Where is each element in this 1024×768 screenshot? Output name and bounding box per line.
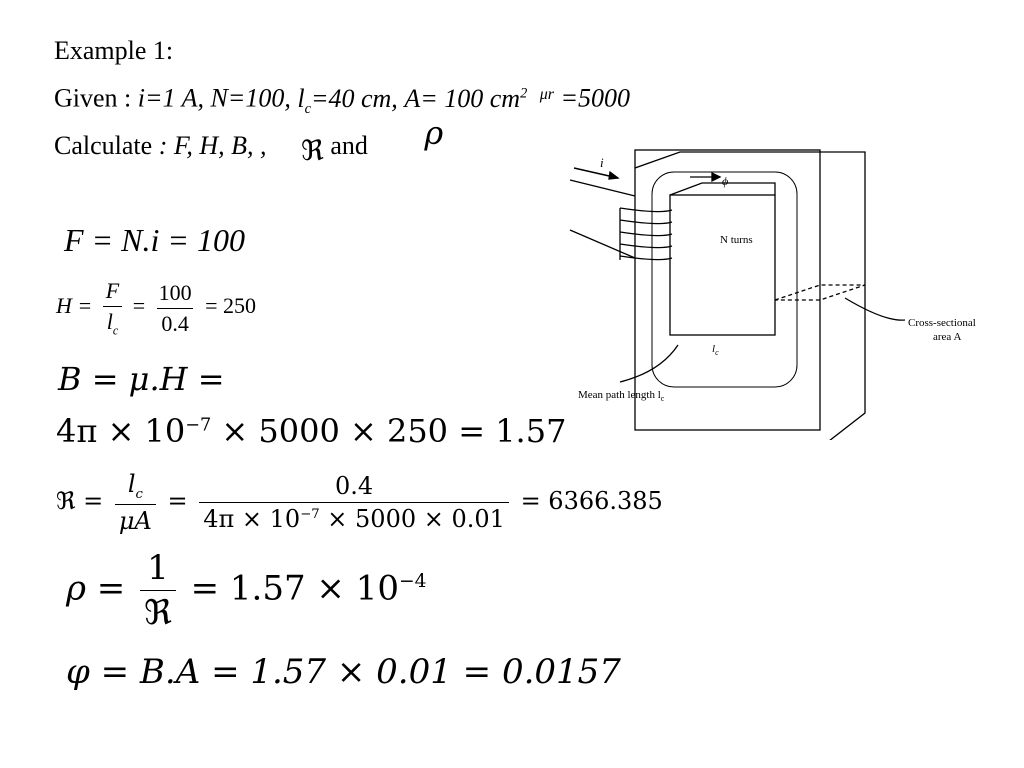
fraction-1-denominator-subscript: c bbox=[112, 323, 119, 338]
turns-label: N turns bbox=[720, 234, 753, 246]
flux-label: ϕ bbox=[722, 174, 728, 188]
cross-section-leader bbox=[844, 297, 906, 321]
core-depth-edges bbox=[634, 151, 866, 440]
permeance-result-exponent: −4 bbox=[398, 571, 427, 593]
field-intensity-result: = 250 bbox=[205, 293, 257, 319]
reluctance-fraction-1-numerator-subscript: c bbox=[135, 486, 143, 502]
reluctance-lhs: ℜ = bbox=[56, 486, 104, 515]
mmf-equation: F = N.i = 100 bbox=[64, 222, 245, 258]
fraction-1-numerator: F bbox=[105, 278, 120, 303]
reluctance-fraction-2-numerator: 0.4 bbox=[335, 471, 374, 500]
fraction-2-numerator: 100 bbox=[158, 279, 192, 305]
calculate-label: Calculate bbox=[54, 131, 153, 160]
calculate-permeance-symbol: ρ bbox=[424, 114, 444, 152]
input-lead-top bbox=[569, 179, 636, 197]
given-permeability-value: =5000 bbox=[560, 83, 631, 113]
field-intensity-equation: H = F lc = 100 0.4 = 250 bbox=[56, 278, 256, 338]
lc-label-symbol: l bbox=[712, 343, 715, 355]
calculate-and: and bbox=[330, 131, 368, 160]
permeance-fraction-denominator: ℜ bbox=[140, 590, 176, 633]
core-window-depth bbox=[669, 182, 776, 196]
given-area: A= 100 cm2 bbox=[404, 84, 527, 113]
calculate-line: Calculate : F, H, B, , ℜ and ρ bbox=[54, 117, 443, 167]
example-title: Example 1: bbox=[54, 36, 174, 65]
flux-density-equation: B = μ.H = bbox=[58, 360, 225, 398]
calculate-items: : F, H, B, , bbox=[158, 131, 267, 160]
reluctance-fraction-1: lc μA bbox=[114, 470, 156, 535]
given-length-symbol: l bbox=[297, 83, 305, 113]
given-permeability-symbol: μr bbox=[539, 85, 554, 103]
core-outer-front bbox=[634, 149, 821, 431]
field-intensity-fraction-2: 100 0.4 bbox=[155, 280, 196, 337]
reluctance-fraction-1-numerator: lc bbox=[124, 470, 147, 504]
fraction-1-denominator: lc bbox=[102, 306, 123, 338]
reluctance-equals: = bbox=[167, 486, 188, 515]
current-label: i bbox=[600, 155, 604, 170]
cross-section-label-2: area A bbox=[933, 331, 961, 343]
given-current: i=1 A, bbox=[137, 83, 204, 113]
permeance-equation: ρ = 1 ℜ = 1.57 × 10−4 bbox=[66, 548, 427, 633]
mean-path-label-text: Mean path length l bbox=[578, 389, 661, 401]
permeance-lhs: ρ = bbox=[66, 568, 126, 609]
flux-density-calc-part-b: × 5000 × 250 = 1.57 bbox=[221, 412, 567, 450]
given-line: Given : i=1 A, N=100, lc=40 cm, A= 100 c… bbox=[54, 78, 630, 124]
reluctance-result: = 6366.385 bbox=[520, 486, 663, 515]
magnetic-core-diagram: i ϕ N turns lc Cross-sectional area A Me… bbox=[569, 149, 976, 440]
given-label: Given : bbox=[54, 83, 132, 113]
cross-section bbox=[774, 284, 866, 301]
fraction-1-denominator-symbol: l bbox=[106, 309, 113, 334]
permeance-fraction-numerator: 1 bbox=[147, 548, 169, 588]
given-length-subscript: c bbox=[304, 100, 311, 117]
current-arrowhead bbox=[608, 170, 620, 180]
flux-equation: φ = B.A = 1.57 × 0.01 = 0.0157 bbox=[66, 652, 621, 692]
reluctance-fraction-1-numerator-symbol: l bbox=[127, 470, 136, 498]
given-area-value: A= 100 cm bbox=[404, 83, 521, 113]
flux-density-calc-part-a: 4π × 10 bbox=[56, 412, 186, 450]
field-intensity-fraction-1: F lc bbox=[102, 278, 123, 338]
input-lead-bottom bbox=[569, 229, 636, 259]
mean-path-leader bbox=[619, 344, 679, 383]
field-intensity-equals: = bbox=[132, 293, 146, 319]
given-area-exponent: 2 bbox=[520, 85, 528, 101]
winding-coils bbox=[619, 207, 673, 261]
cross-section-label-1: Cross-sectional bbox=[908, 317, 976, 329]
lc-label-subscript: c bbox=[715, 348, 719, 357]
field-intensity-lhs: H = bbox=[56, 293, 93, 319]
fraction-2-denominator: 0.4 bbox=[157, 307, 193, 337]
reluctance-fraction-2-denominator: 4π × 10−7 × 5000 × 0.01 bbox=[199, 501, 509, 533]
given-turns: N=100, bbox=[210, 83, 291, 113]
core-window bbox=[669, 194, 776, 336]
flux-arrowhead bbox=[711, 171, 722, 183]
flux-density-calculation: 4π × 10−7 × 5000 × 250 = 1.57 bbox=[56, 412, 566, 450]
given-length-value: =40 cm, bbox=[310, 83, 398, 113]
reluctance-equation: ℜ = lc μA = 0.4 4π × 10−7 × 5000 × 0.01 … bbox=[56, 470, 663, 535]
mean-path-label: Mean path length lc bbox=[578, 389, 665, 403]
reluctance-fraction-1-denominator: μA bbox=[114, 503, 156, 535]
reluctance-denominator-part-b: × 5000 × 0.01 bbox=[327, 504, 505, 533]
calculate-reluctance-symbol: ℜ bbox=[301, 134, 324, 167]
permeance-result: = 1.57 × 10 bbox=[190, 568, 399, 609]
given-length: lc=40 cm, bbox=[297, 83, 398, 117]
reluctance-denominator-part-a: 4π × 10 bbox=[203, 504, 301, 533]
permeance-fraction: 1 ℜ bbox=[140, 548, 176, 633]
reluctance-denominator-exponent: −7 bbox=[300, 506, 320, 522]
flux-density-calc-exponent: −7 bbox=[185, 415, 212, 436]
mean-path bbox=[651, 171, 798, 388]
mean-path-label-subscript: c bbox=[661, 394, 665, 403]
lc-label: lc bbox=[712, 343, 719, 357]
reluctance-fraction-2: 0.4 4π × 10−7 × 5000 × 0.01 bbox=[199, 472, 509, 533]
